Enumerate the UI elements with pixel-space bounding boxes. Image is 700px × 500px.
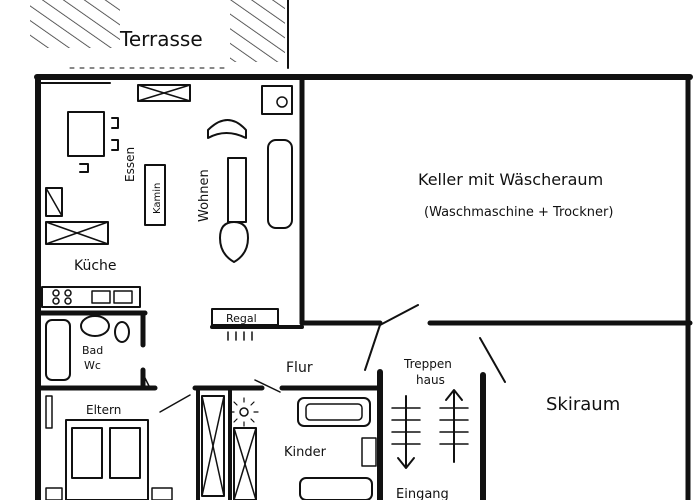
interior-walls: [35, 82, 693, 500]
hall-label: Flur: [286, 360, 313, 376]
sun-icon: [229, 397, 259, 427]
terrace-area: Terrasse: [30, 0, 289, 69]
kitchen-area: Küche: [41, 187, 141, 308]
outer-walls: [34, 74, 693, 500]
entrance-label: Eingang: [396, 487, 449, 500]
ski-room-label: Skiraum: [546, 394, 620, 415]
dining-label: Essen: [123, 147, 137, 182]
cellar-label: Keller mit Wäscheraum: [418, 170, 603, 189]
parents-room: Eltern: [45, 395, 173, 500]
living-label: Wohnen: [197, 169, 212, 222]
shelf-area: Regal: [211, 308, 279, 341]
stairwell-area: Treppen haus: [391, 357, 469, 469]
bathroom-area: Bad Wc: [45, 315, 130, 381]
fireplace-label: Kamin: [152, 183, 163, 214]
bath-label: Bad: [82, 344, 103, 357]
terrace-label: Terrasse: [119, 27, 203, 51]
closets: [201, 395, 259, 500]
stairwell-label-2: haus: [416, 373, 445, 387]
door-swings: [141, 304, 506, 413]
stairwell-label: Treppen: [403, 357, 452, 371]
parents-label: Eltern: [86, 403, 121, 417]
wc-label: Wc: [84, 359, 101, 372]
children-label: Kinder: [284, 445, 327, 460]
cellar-area: Keller mit Wäscheraum (Waschmaschine + T…: [418, 170, 613, 220]
kitchen-label: Küche: [74, 258, 117, 274]
shelf-label: Regal: [226, 312, 257, 325]
cellar-sublabel: (Waschmaschine + Trockner): [424, 205, 613, 220]
living-furniture: Wohnen Essen Kamin: [67, 84, 293, 263]
children-room: Kinder: [284, 397, 377, 500]
